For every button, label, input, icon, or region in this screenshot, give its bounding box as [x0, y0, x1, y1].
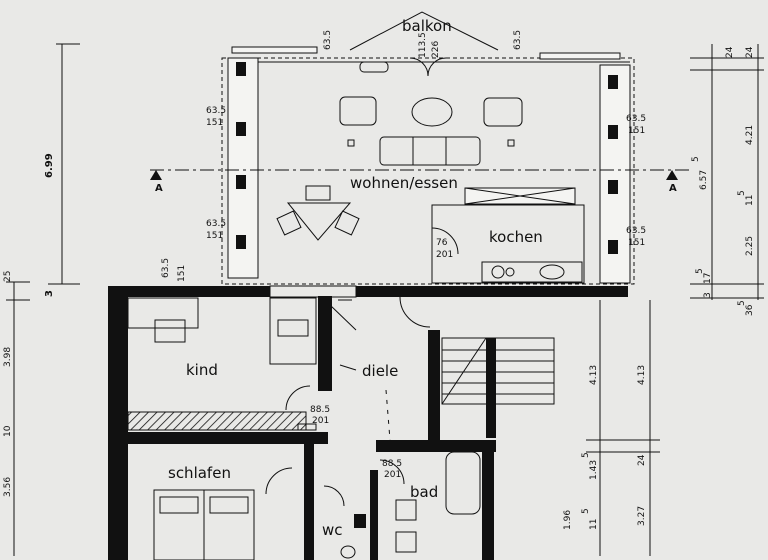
- dim-right-17: 17: [703, 273, 713, 284]
- living-outline: [221, 46, 635, 285]
- dim-right-225: 2.25: [745, 236, 755, 256]
- dim-kitchen-door-76: 76: [436, 238, 448, 248]
- dim-left-25: 25: [3, 271, 13, 282]
- dim-right-17-sup: 5: [695, 268, 705, 274]
- dim-left-356: 3.56: [3, 477, 13, 497]
- left-pillars: [236, 62, 246, 249]
- right-dim-lines: [586, 44, 764, 556]
- dim-top-635-l: 63.5: [323, 30, 333, 50]
- dim-win-151-1: 151: [206, 118, 223, 128]
- dim-win-151-2: 151: [206, 231, 223, 241]
- dim-right-143: 1.43: [589, 460, 599, 480]
- room-label-kochen: kochen: [489, 228, 543, 246]
- dim-door-1135: 113.5: [418, 32, 428, 58]
- dim-left-398: 3.98: [3, 347, 13, 367]
- section-mark-left: A: [155, 183, 163, 194]
- dim-right-3: 3: [703, 292, 713, 298]
- dim-right-421: 4.21: [745, 125, 755, 145]
- room-label-wc: wc: [322, 521, 343, 539]
- diele-details: [339, 296, 431, 441]
- room-label-diele: diele: [362, 362, 398, 380]
- dim-kitchen-door-201: 201: [436, 250, 453, 260]
- dim-right-36: 36: [745, 304, 755, 316]
- balcony-triangle: [349, 11, 499, 77]
- room-label-bad: bad: [410, 483, 438, 501]
- dim-left-10: 10: [3, 425, 13, 437]
- dim-door-201-a: 201: [312, 416, 329, 426]
- dim-right-115: 11: [589, 519, 599, 530]
- dim-right-11-sup: 5: [737, 190, 747, 196]
- dim-right-327: 3.27: [637, 506, 647, 526]
- room-label-schlafen: schlafen: [168, 464, 231, 482]
- room-label-balkon: balkon: [402, 17, 452, 35]
- left-dim-lines: [6, 43, 80, 556]
- dim-right-657-sup: 5: [691, 156, 701, 162]
- dim-win-635-2: 63.5: [206, 219, 226, 229]
- dim-door-226: 226: [431, 41, 441, 58]
- right-pillars: [608, 75, 618, 254]
- dim-right-413a: 4.13: [589, 365, 599, 385]
- dim-right-657: 6.57: [699, 170, 709, 190]
- dim-right-196: 1.96: [563, 510, 573, 530]
- dim-right-143-sup: 5: [581, 452, 591, 458]
- dim-win-635-5: 63.5: [161, 258, 171, 278]
- dim-right-24c: 24: [637, 454, 647, 466]
- section-line: [150, 169, 690, 180]
- kind-furniture: [127, 297, 357, 431]
- dim-right-24b: 24: [745, 46, 755, 58]
- dim-door-885-a: 88.5: [310, 405, 330, 415]
- dim-win-635-1: 63.5: [206, 106, 226, 116]
- dim-right-413b: 4.13: [637, 365, 647, 385]
- lower-walls: [108, 285, 628, 560]
- room-label-wohnen: wohnen/essen: [350, 174, 458, 192]
- dim-win-635-3: 63.5: [626, 114, 646, 124]
- schlafen-furniture: [153, 467, 293, 560]
- dim-right-115-sup: 5: [581, 508, 591, 514]
- dim-win-151-5: 151: [177, 265, 187, 282]
- bath-fixtures: [323, 451, 481, 559]
- dim-win-151-3: 151: [628, 126, 645, 136]
- dim-left-3: 3: [44, 290, 55, 297]
- dim-win-635-4: 63.5: [626, 226, 646, 236]
- dim-win-151-4: 151: [628, 238, 645, 248]
- living-furniture: [276, 96, 523, 241]
- dim-right-11: 11: [745, 195, 755, 206]
- room-label-kind: kind: [186, 361, 218, 379]
- dim-top-635-r: 63.5: [513, 30, 523, 50]
- kitchen-block: [431, 187, 585, 284]
- dim-right-24a: 24: [725, 46, 735, 58]
- dim-left-699: 6.99: [44, 153, 55, 178]
- section-mark-right: A: [669, 183, 677, 194]
- dim-door-885-b: 88.5: [382, 459, 402, 469]
- stairs: [441, 337, 555, 438]
- dim-door-201-b: 201: [384, 470, 401, 480]
- dim-right-36-sup: 5: [737, 300, 747, 306]
